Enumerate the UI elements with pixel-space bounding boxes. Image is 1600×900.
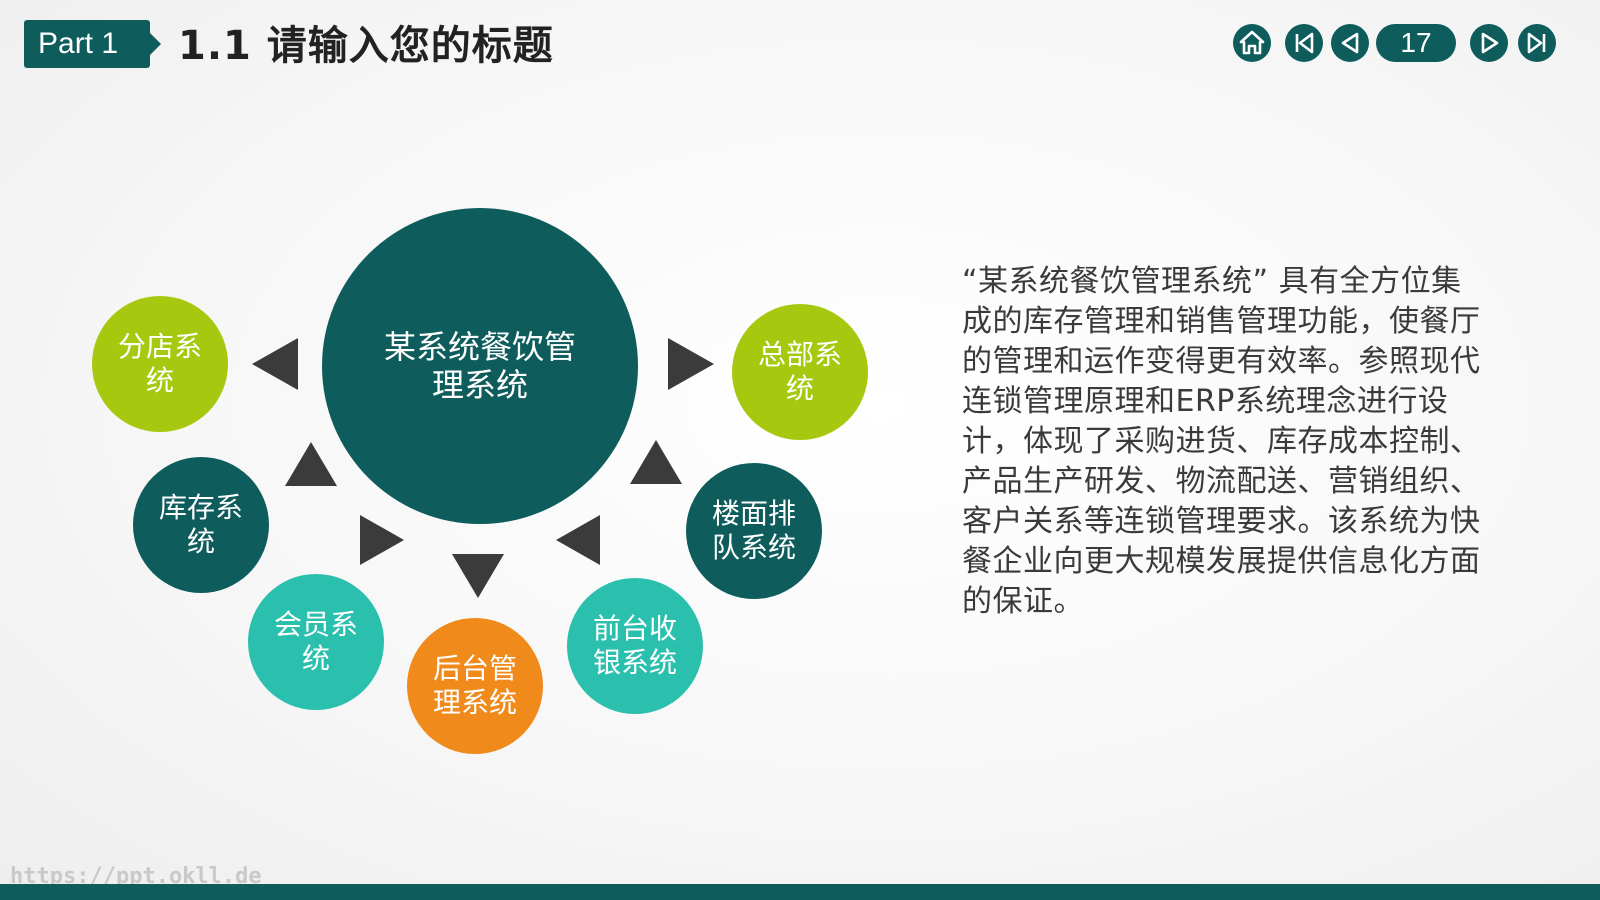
center-node: 某系统餐饮管理系统 <box>322 208 638 524</box>
node-branch: 分店系统 <box>92 296 228 432</box>
node-member: 会员系统 <box>248 574 384 710</box>
next-page-icon <box>1481 32 1499 54</box>
node-label: 分店系统 <box>117 330 202 397</box>
arrow-right-icon <box>360 515 404 565</box>
arrow-up-icon <box>630 440 682 484</box>
arrow-down-icon <box>452 554 504 598</box>
node-label: 总部系统 <box>757 338 842 405</box>
next-page-button[interactable] <box>1470 24 1508 62</box>
node-backend: 后台管理系统 <box>407 618 543 754</box>
bottom-bar <box>0 884 1600 900</box>
node-label: 楼面排队系统 <box>711 497 796 564</box>
first-page-icon <box>1295 32 1314 54</box>
home-button[interactable] <box>1233 24 1271 62</box>
node-inventory: 库存系统 <box>133 457 269 593</box>
arrow-up-icon <box>285 442 337 486</box>
node-hq: 总部系统 <box>732 304 868 440</box>
node-label: 后台管理系统 <box>432 652 517 719</box>
center-node-label: 某系统餐饮管理系统 <box>383 327 576 404</box>
last-page-icon <box>1527 32 1546 54</box>
description-text: “某系统餐饮管理系统” 具有全方位集成的库存管理和销售管理功能，使餐厅的管理和运… <box>962 264 1481 619</box>
last-page-button[interactable] <box>1518 24 1556 62</box>
arrow-left-icon <box>556 515 600 565</box>
node-cashier: 前台收银系统 <box>567 578 703 714</box>
prev-page-button[interactable] <box>1331 24 1369 62</box>
node-queue: 楼面排队系统 <box>686 463 822 599</box>
page-number[interactable]: 17 <box>1376 24 1456 62</box>
part-badge: Part 1 <box>24 20 161 68</box>
prev-page-icon <box>1341 32 1359 54</box>
part-label: Part 1 <box>38 27 119 60</box>
node-label: 库存系统 <box>158 491 243 558</box>
node-label: 会员系统 <box>273 608 358 675</box>
arrow-left-icon <box>252 338 298 390</box>
arrow-right-icon <box>668 338 714 390</box>
slide-title: 1.1 请输入您的标题 <box>178 23 554 69</box>
first-page-button[interactable] <box>1285 24 1323 62</box>
home-icon <box>1239 30 1265 55</box>
node-label: 前台收银系统 <box>592 612 677 679</box>
